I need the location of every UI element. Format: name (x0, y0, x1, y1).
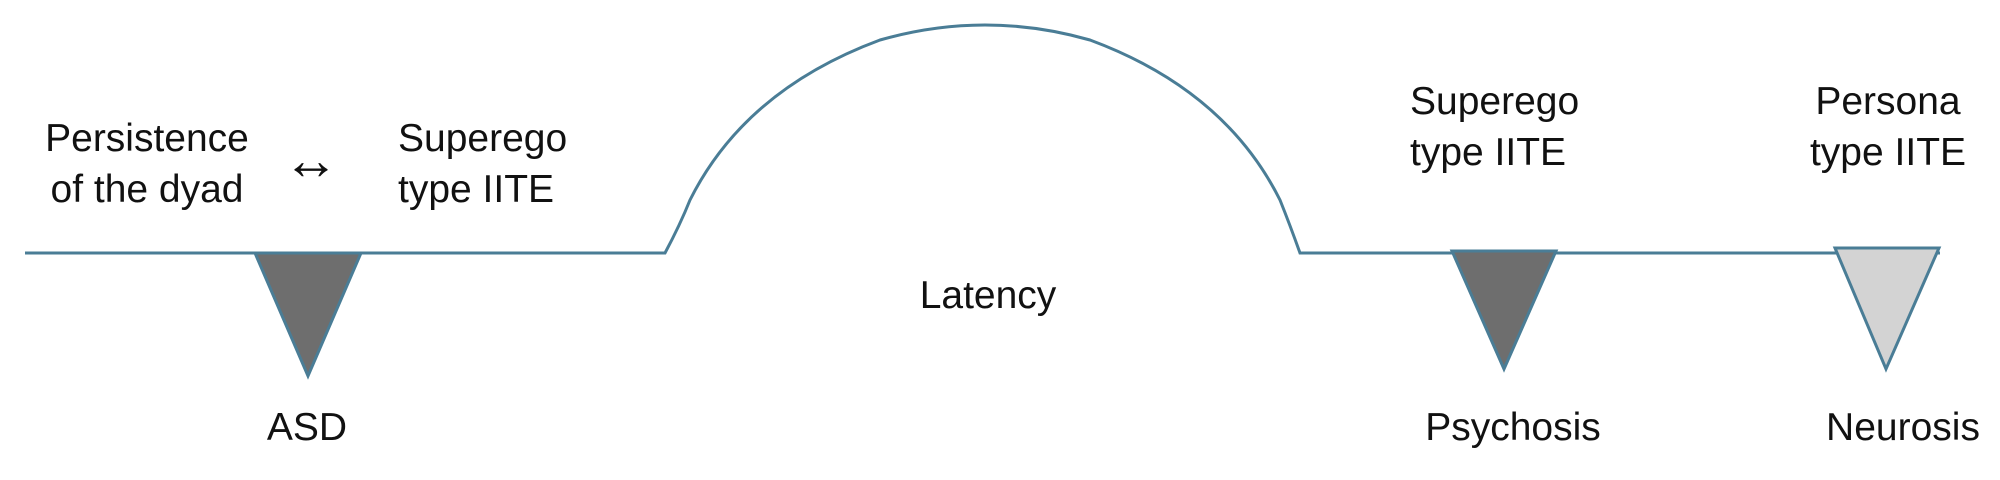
bidirectional-arrow-icon: ↔ (283, 128, 339, 191)
asd-label: ASD (266, 406, 348, 449)
neurosis-label: Neurosis (1826, 406, 1980, 449)
persistence-line2: of the dyad (50, 168, 244, 211)
asd-triangle (252, 251, 364, 380)
superego-left-line2: type IITE (398, 168, 555, 211)
psychosis-triangle (1449, 249, 1559, 373)
persistence-line1: Persistence (45, 117, 249, 160)
persistence-label: Persistence of the dyad (45, 113, 249, 215)
persona-line2: type IITE (1809, 131, 1967, 174)
superego-right-label: Superego type IITE (1410, 76, 1579, 178)
psychosis-label: Psychosis (1425, 406, 1601, 449)
persona-label: Persona type IITE (1810, 76, 1966, 178)
persona-line1: Persona (1815, 80, 1961, 123)
superego-left-label: Superego type IITE (398, 113, 567, 215)
latency-label: Latency (919, 274, 1057, 317)
neurosis-triangle (1832, 246, 1942, 373)
timeline-line (25, 23, 1940, 255)
superego-right-line1: Superego (1410, 80, 1580, 123)
superego-left-line1: Superego (398, 117, 568, 160)
superego-right-line2: type IITE (1410, 131, 1567, 174)
